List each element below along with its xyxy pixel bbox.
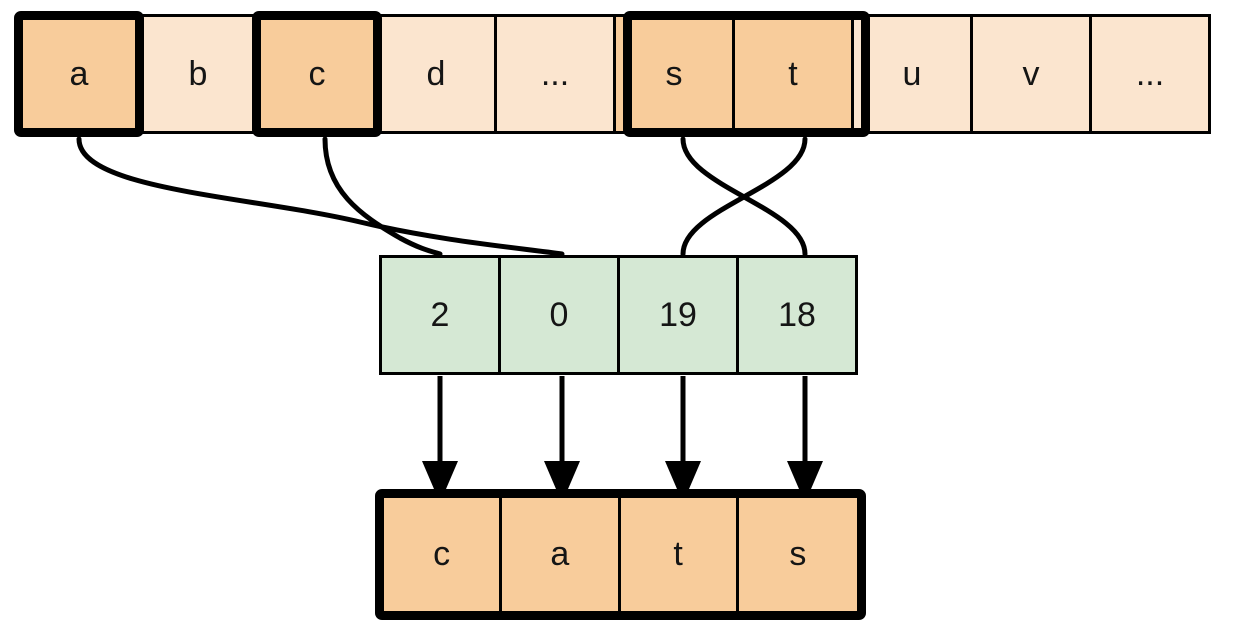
alphabet-cell-a[interactable]: a — [18, 14, 140, 134]
index-cell-1[interactable]: 0 — [498, 255, 620, 375]
alphabet-cell-label: v — [1022, 54, 1040, 93]
output-cell-label: c — [433, 535, 451, 573]
alphabet-cell-b[interactable]: b — [137, 14, 259, 134]
curve-c-to-index-2 — [322, 136, 443, 257]
alphabet-cell-t[interactable]: t — [732, 14, 854, 134]
index-cell-3[interactable]: 18 — [736, 255, 858, 375]
index-cell-value: 2 — [430, 295, 450, 334]
alphabet-cell-u[interactable]: u — [851, 14, 973, 134]
output-cell-c[interactable]: c — [384, 498, 503, 611]
curve-a-to-index-0 — [76, 136, 565, 257]
alphabet-cell-ellipsis-1[interactable]: ... — [494, 14, 616, 134]
index-strip: 2 0 19 18 — [379, 255, 858, 375]
alphabet-cell-label: b — [188, 54, 208, 93]
output-cell-s[interactable]: s — [738, 498, 857, 611]
curve-s-to-index-18 — [680, 136, 808, 257]
alphabet-cell-label: u — [902, 54, 922, 93]
index-cell-0[interactable]: 2 — [379, 255, 501, 375]
alphabet-strip: a b c d ... s t u v ... — [18, 14, 1211, 134]
output-cell-label: s — [789, 535, 807, 573]
index-cell-value: 18 — [778, 295, 816, 334]
alphabet-cell-label: c — [308, 54, 326, 93]
index-cell-2[interactable]: 19 — [617, 255, 739, 375]
curve-t-to-index-19 — [680, 136, 808, 257]
alphabet-cell-label: ... — [1135, 54, 1165, 93]
output-cell-label: a — [550, 535, 570, 573]
index-cell-value: 0 — [549, 295, 569, 334]
output-strip: c a t s — [375, 489, 866, 620]
alphabet-cell-label: d — [426, 54, 446, 93]
index-cell-value: 19 — [659, 295, 697, 334]
alphabet-cell-ellipsis-2[interactable]: ... — [1089, 14, 1211, 134]
alphabet-cell-d[interactable]: d — [375, 14, 497, 134]
alphabet-cell-c[interactable]: c — [256, 14, 378, 134]
alphabet-cell-label: s — [665, 54, 683, 93]
alphabet-cell-s[interactable]: s — [613, 14, 735, 134]
alphabet-cell-v[interactable]: v — [970, 14, 1092, 134]
output-cell-label: t — [673, 535, 683, 573]
output-cell-a[interactable]: a — [502, 498, 621, 611]
alphabet-cell-label: a — [69, 54, 89, 93]
alphabet-cell-label: ... — [540, 54, 570, 93]
output-cell-t[interactable]: t — [620, 498, 739, 611]
alphabet-cell-label: t — [788, 54, 798, 93]
